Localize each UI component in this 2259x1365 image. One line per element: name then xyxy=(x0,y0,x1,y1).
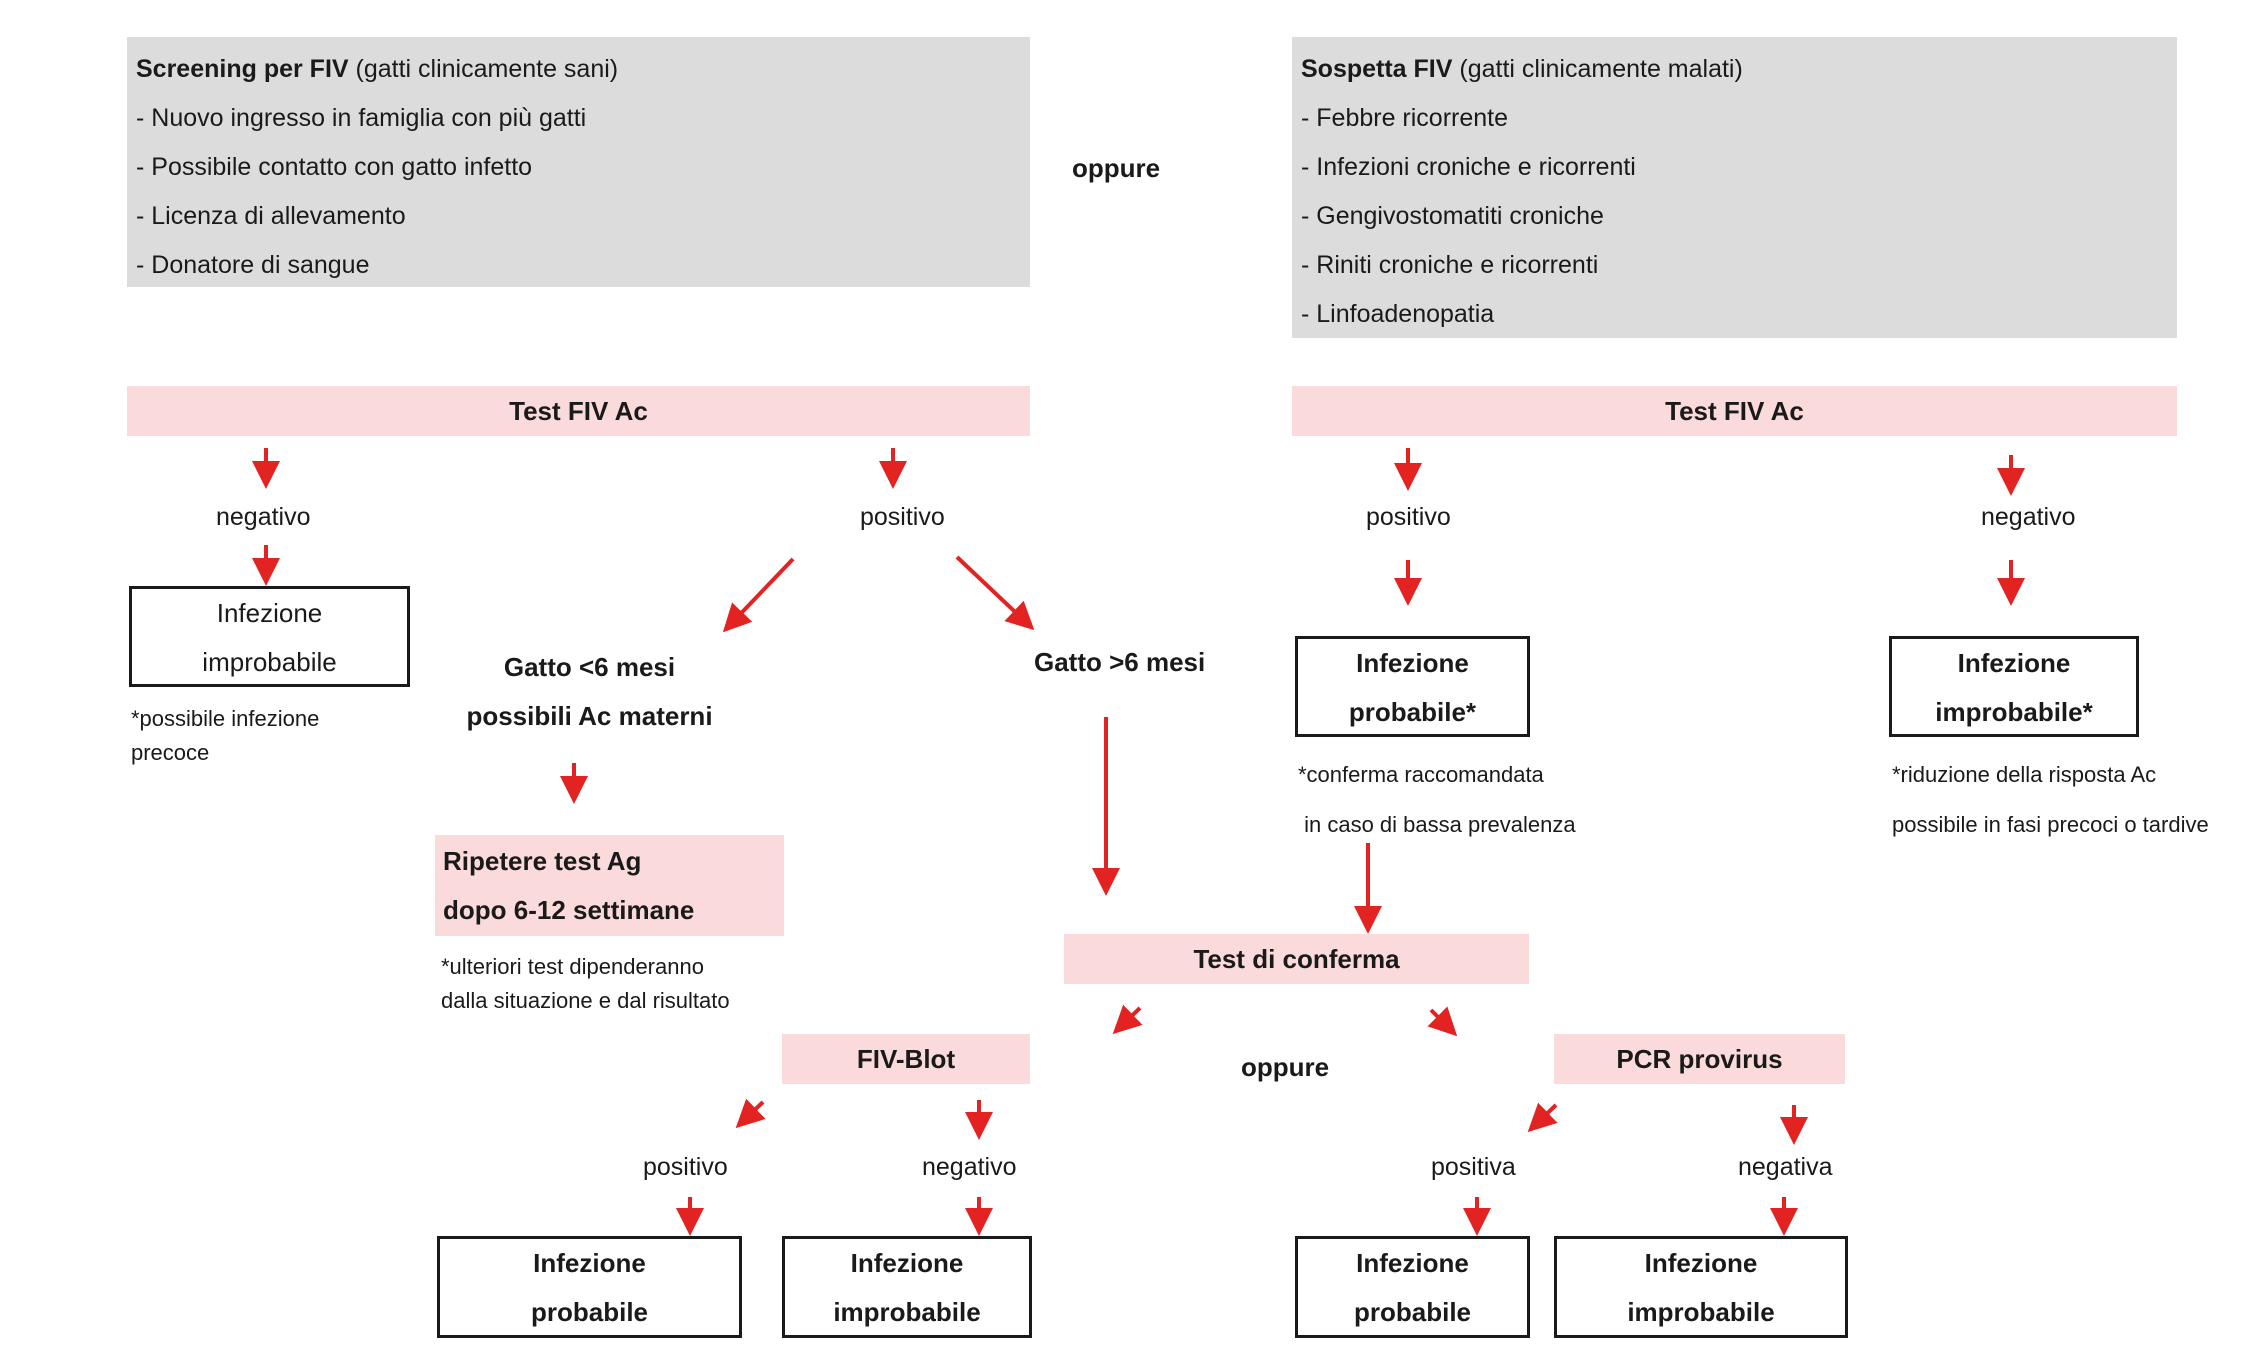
oppure-confirm: oppure xyxy=(1241,1052,1330,1082)
arrow-diagonal xyxy=(735,1098,766,1129)
suspect-item: - Riniti croniche e ricorrenti xyxy=(1301,251,1599,279)
screening-item: - Licenza di allevamento xyxy=(136,202,406,230)
older-cat-label: Gatto >6 mesi xyxy=(1034,647,1206,677)
left-negative-result: Infezione improbabile xyxy=(129,586,410,687)
right-positive-result: Infezione probabile* xyxy=(1295,636,1530,737)
repeat-test-note: *ulteriori test dipenderanno dalla situa… xyxy=(441,954,730,1013)
blot-positive-result: Infezione probabile xyxy=(437,1236,742,1338)
screening-item: - Possibile contatto con gatto infetto xyxy=(136,153,533,181)
pcr-positive-result: Infezione probabile xyxy=(1295,1236,1530,1338)
blot-negative-result: Infezione improbabile xyxy=(782,1236,1032,1338)
arrow-diagonal xyxy=(1112,1004,1143,1035)
left-negativo-label: negativo xyxy=(216,503,311,531)
right-test-fiv-ac: Test FIV Ac xyxy=(1292,386,2177,436)
oppure-top: oppure xyxy=(1072,153,1161,183)
arrow-diagonal xyxy=(955,555,1035,631)
confirm-test-bar: Test di conferma xyxy=(1064,934,1529,984)
suspect-item: - Febbre ricorrente xyxy=(1301,104,1509,132)
screening-item: - Nuovo ingresso in famiglia con più gat… xyxy=(136,104,587,132)
suspect-item: - Infezioni croniche e ricorrenti xyxy=(1301,153,1636,181)
left-negative-note: *possibile infezione precoce xyxy=(131,706,320,765)
right-negative-note: *riduzione della risposta Ac possibile i… xyxy=(1892,762,2209,837)
arrow-diagonal xyxy=(1527,1102,1558,1133)
right-negative-result: Infezione improbabile* xyxy=(1889,636,2139,737)
young-cat-label: Gatto <6 mesi possibili Ac materni xyxy=(466,652,713,731)
right-positive-note: *conferma raccomandata in caso di bassa … xyxy=(1298,762,1576,837)
right-positivo-label: positivo xyxy=(1366,503,1451,531)
screening-title: Screening per FIV (gatti clinicamente sa… xyxy=(136,55,619,83)
suspect-item: - Linfoadenopatia xyxy=(1301,300,1495,328)
fiv-blot-box: FIV-Blot xyxy=(782,1034,1030,1084)
pcr-provirus-box: PCR provirus xyxy=(1554,1034,1845,1084)
suspect-item: - Gengivostomatiti croniche xyxy=(1301,202,1604,230)
blot-positivo-label: positivo xyxy=(643,1153,728,1181)
suspect-title: Sospetta FIV (gatti clinicamente malati) xyxy=(1301,55,1743,83)
suspect-box: Sospetta FIV (gatti clinicamente malati)… xyxy=(1292,37,2177,338)
screening-box: Screening per FIV (gatti clinicamente sa… xyxy=(127,37,1030,287)
arrow-diagonal xyxy=(722,557,795,633)
pcr-negative-result: Infezione improbabile xyxy=(1554,1236,1848,1338)
arrow-diagonal xyxy=(1427,1006,1458,1037)
repeat-test-box: Ripetere test Ag dopo 6-12 settimane xyxy=(435,835,784,936)
left-test-fiv-ac: Test FIV Ac xyxy=(127,386,1030,436)
blot-negativo-label: negativo xyxy=(922,1153,1017,1181)
right-negativo-label: negativo xyxy=(1981,503,2076,531)
screening-item: - Donatore di sangue xyxy=(136,251,370,279)
left-positivo-label: positivo xyxy=(860,503,945,531)
pcr-positiva-label: positiva xyxy=(1431,1153,1516,1181)
pcr-negativa-label: negativa xyxy=(1738,1153,1833,1181)
